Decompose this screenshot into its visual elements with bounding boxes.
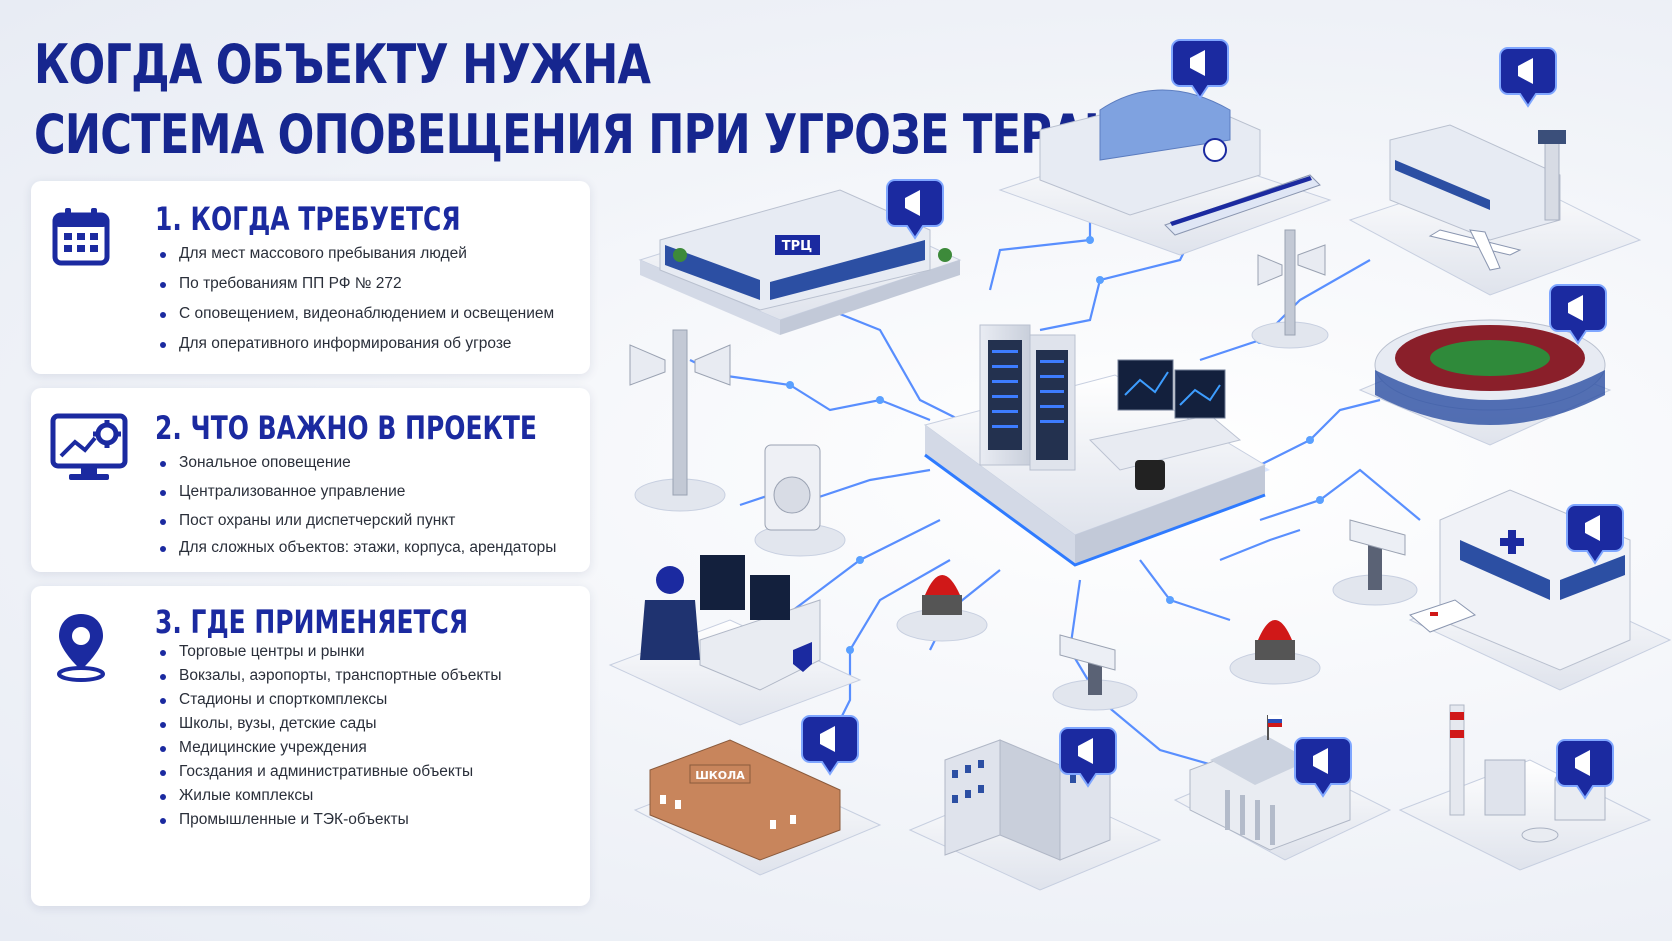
list-item: Зональное оповещение (157, 454, 556, 483)
list-item: Централизованное управление (157, 483, 556, 512)
red-siren-left (896, 575, 988, 642)
monitor-gear-icon (50, 413, 128, 480)
megaphone-pin-icon (1059, 727, 1117, 788)
industrial-plant (1398, 704, 1652, 871)
airport (1348, 124, 1642, 296)
school-sign: ШКОЛА (695, 769, 745, 782)
residential-complex (908, 739, 1162, 891)
section-heading: 1. КОГДА ТРЕБУЕТСЯ (155, 200, 461, 238)
mall-building: ТРЦ (638, 189, 962, 335)
cctv-camera-right (1332, 519, 1418, 606)
security-guard-post (608, 555, 862, 726)
title-line-2: СИСТЕМА ОПОВЕЩЕНИЯ ПРИ УГРОЗЕ ТЕРАКТА (34, 103, 1180, 166)
list-item: Промышленные и ТЭК-объекты (157, 811, 502, 835)
section-heading: 3. ГДЕ ПРИМЕНЯЕТСЯ (155, 603, 469, 641)
megaphone-pin-icon (1499, 47, 1557, 108)
megaphone-pin-icon (1171, 39, 1229, 100)
list-item: Госздания и административные объекты (157, 763, 502, 787)
section-list: Торговые центры и рынки Вокзалы, аэропор… (157, 643, 502, 835)
list-item: По требованиям ПП РФ № 272 (157, 275, 554, 305)
megaphone-pin-icon (1294, 737, 1352, 798)
list-item: Торговые центры и рынки (157, 643, 502, 667)
cctv-camera-center (1052, 634, 1138, 711)
wall-speaker (754, 444, 846, 557)
section-project-important: 2. ЧТО ВАЖНО В ПРОЕКТЕ Зональное оповеще… (31, 388, 590, 572)
megaphone-pin-icon (1549, 284, 1607, 345)
list-item: Жилые комплексы (157, 787, 502, 811)
megaphone-pin-icon (886, 179, 944, 240)
government-building (1173, 715, 1392, 861)
calendar-icon (52, 208, 110, 266)
railway-station (998, 89, 1332, 256)
location-pin-icon (57, 614, 105, 682)
list-item: Стадионы и спорткомплексы (157, 691, 502, 715)
stadium (1358, 319, 1612, 446)
network-illustration: ТРЦ (608, 39, 1672, 891)
list-item: Для сложных объектов: этажи, корпуса, ар… (157, 539, 556, 566)
list-item: С оповещением, видеонаблюдением и освеще… (157, 305, 554, 335)
section-where-applied: 3. ГДЕ ПРИМЕНЯЕТСЯ Торговые центры и рын… (31, 586, 590, 906)
section-when-required: 1. КОГДА ТРЕБУЕТСЯ Для мест массового пр… (31, 181, 590, 374)
list-item: Для мест массового пребывания людей (157, 245, 554, 275)
section-list: Для мест массового пребывания людей По т… (157, 245, 554, 365)
loudspeaker-pole (629, 329, 731, 512)
central-control-hub (923, 324, 1270, 567)
megaphone-pin-icon (1556, 739, 1614, 800)
megaphone-pin-icon (1566, 504, 1624, 565)
speaker-mast-small (1251, 229, 1329, 349)
list-item: Пост охраны или диспетчерский пункт (157, 512, 556, 539)
list-item: Для оперативного информирования об угроз… (157, 335, 554, 365)
title-line-1: КОГДА ОБЪЕКТУ НУЖНА (34, 33, 651, 96)
red-siren-right (1229, 620, 1321, 685)
list-item: Медицинские учреждения (157, 739, 502, 763)
section-heading: 2. ЧТО ВАЖНО В ПРОЕКТЕ (155, 409, 537, 447)
page-title: КОГДА ОБЪЕКТУ НУЖНА СИСТЕМА ОПОВЕЩЕНИЯ П… (34, 30, 1180, 170)
school: ШКОЛА (633, 739, 882, 876)
list-item: Вокзалы, аэропорты, транспортные объекты (157, 667, 502, 691)
section-list: Зональное оповещение Централизованное уп… (157, 454, 556, 566)
mall-sign: ТРЦ (782, 239, 812, 254)
list-item: Школы, вузы, детские сады (157, 715, 502, 739)
megaphone-pin-icon (801, 715, 859, 776)
hospital (1408, 489, 1672, 691)
